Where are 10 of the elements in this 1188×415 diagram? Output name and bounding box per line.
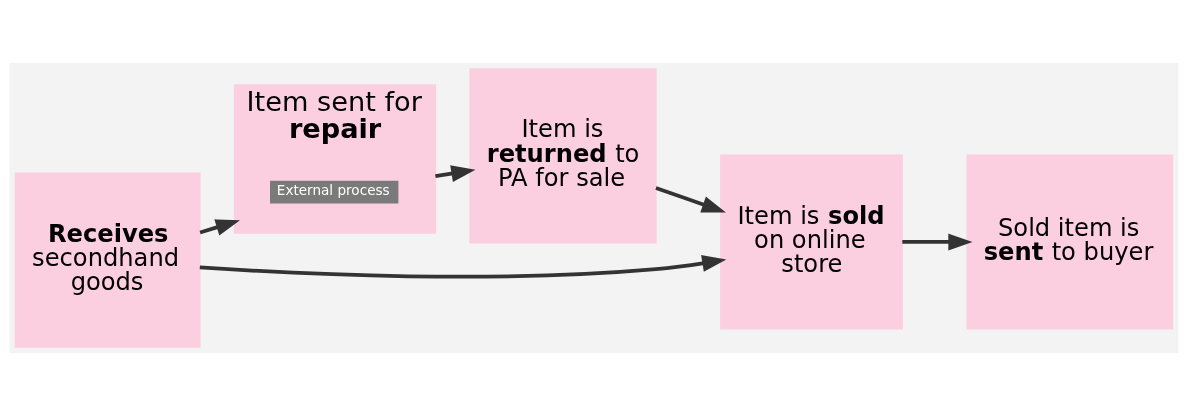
node-box: Receives secondhand goods: [14, 172, 201, 348]
node-box: Item is returned to PA for sale: [469, 67, 657, 243]
node-box: Item is sold on online store: [720, 153, 903, 330]
node-box: External process: [270, 180, 399, 203]
arrow: [435, 164, 476, 182]
arrow: [655, 185, 726, 212]
arrow: [199, 254, 727, 279]
node-box: Sold item is sent to buyer: [966, 153, 1174, 330]
arrow: [199, 218, 240, 235]
arrow: [902, 233, 973, 250]
